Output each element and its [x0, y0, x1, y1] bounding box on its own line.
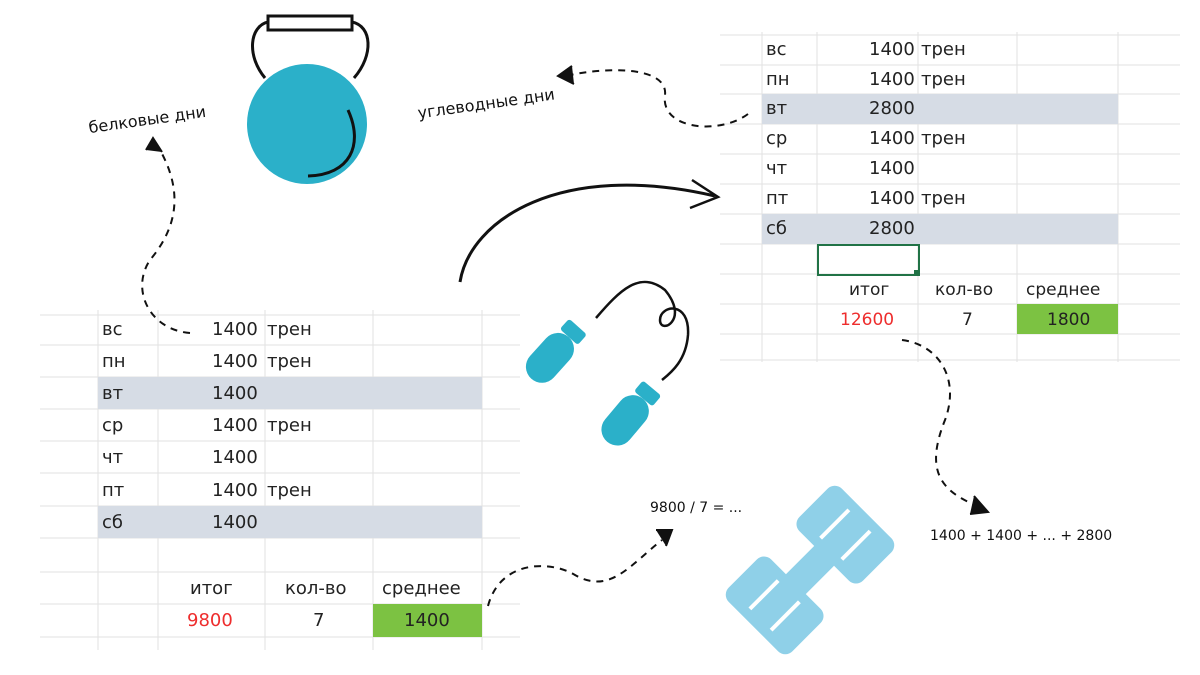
right-value: 1400: [869, 39, 915, 60]
left-average: 1400: [404, 610, 450, 631]
left-band-sat: [98, 506, 482, 538]
left-value: 1400: [212, 351, 258, 372]
arrow-protein-icon: [141, 136, 191, 334]
right-header-count: кол-во: [935, 280, 994, 300]
left-value: 1400: [212, 512, 258, 533]
selected-cell[interactable]: [817, 244, 920, 276]
right-value: 2800: [869, 218, 915, 239]
right-band-sat: [762, 214, 1118, 244]
left-day: вт: [102, 383, 124, 404]
dumbbell-icon: [725, 485, 895, 655]
left-header-count: кол-во: [285, 578, 347, 599]
right-count: 7: [962, 310, 973, 330]
right-value: 1400: [869, 188, 915, 209]
left-day: пт: [102, 480, 125, 501]
left-spreadsheet: вс 1400 трен пн 1400 трен вт 1400 ср 140…: [40, 310, 520, 650]
left-band-tue: [98, 377, 482, 409]
right-value: 1400: [869, 128, 915, 149]
left-note: трен: [267, 480, 312, 501]
selected-cell-handle[interactable]: [914, 270, 919, 275]
left-total: 9800: [187, 610, 233, 631]
arrow-carb-icon: [556, 65, 749, 128]
right-header-average: среднее: [1026, 280, 1101, 300]
right-value: 1400: [869, 158, 915, 179]
right-day: вт: [766, 98, 788, 119]
right-average: 1800: [1047, 310, 1091, 330]
jump-rope-icon: [525, 280, 690, 446]
right-day: сб: [766, 218, 787, 239]
arrow-sum-icon: [901, 339, 991, 515]
left-note: трен: [267, 319, 312, 340]
left-day: пн: [102, 351, 126, 372]
right-day: вс: [766, 39, 787, 60]
right-average-cell: [1017, 304, 1118, 334]
right-total: 12600: [840, 310, 895, 330]
right-day: пт: [766, 188, 789, 209]
left-value: 1400: [212, 447, 258, 468]
left-day: чт: [102, 447, 124, 468]
left-value: 1400: [212, 383, 258, 404]
arrow-transform-icon: [458, 178, 721, 283]
division-note: 9800 / 7 = ...: [650, 500, 743, 516]
right-note: трен: [921, 188, 966, 209]
right-note: трен: [921, 69, 966, 90]
kettlebell-icon: [247, 14, 370, 184]
right-header-total: итог: [849, 280, 890, 300]
left-value: 1400: [212, 415, 258, 436]
right-day: ср: [766, 128, 788, 149]
sum-note: 1400 + 1400 + ... + 2800: [930, 528, 1113, 544]
left-note: трен: [267, 415, 312, 436]
left-note: трен: [267, 351, 312, 372]
left-count: 7: [313, 610, 325, 631]
left-value: 1400: [212, 480, 258, 501]
left-grid-lines: [40, 310, 520, 650]
right-spreadsheet: вс 1400 трен пн 1400 трен вт 2800 ср 140…: [720, 32, 1180, 362]
right-note: трен: [921, 39, 966, 60]
left-day: ср: [102, 415, 124, 436]
left-value: 1400: [212, 319, 258, 340]
left-header-total: итог: [190, 578, 233, 599]
right-day: пн: [766, 69, 790, 90]
left-average-cell: [373, 604, 482, 637]
left-day: сб: [102, 512, 123, 533]
arrow-division-icon: [487, 529, 674, 607]
right-note: трен: [921, 128, 966, 149]
left-day: вс: [102, 319, 123, 340]
right-band-tue: [762, 94, 1118, 124]
right-day: чт: [766, 158, 788, 179]
left-header-average: среднее: [382, 578, 461, 599]
right-value: 2800: [869, 98, 915, 119]
right-value: 1400: [869, 69, 915, 90]
